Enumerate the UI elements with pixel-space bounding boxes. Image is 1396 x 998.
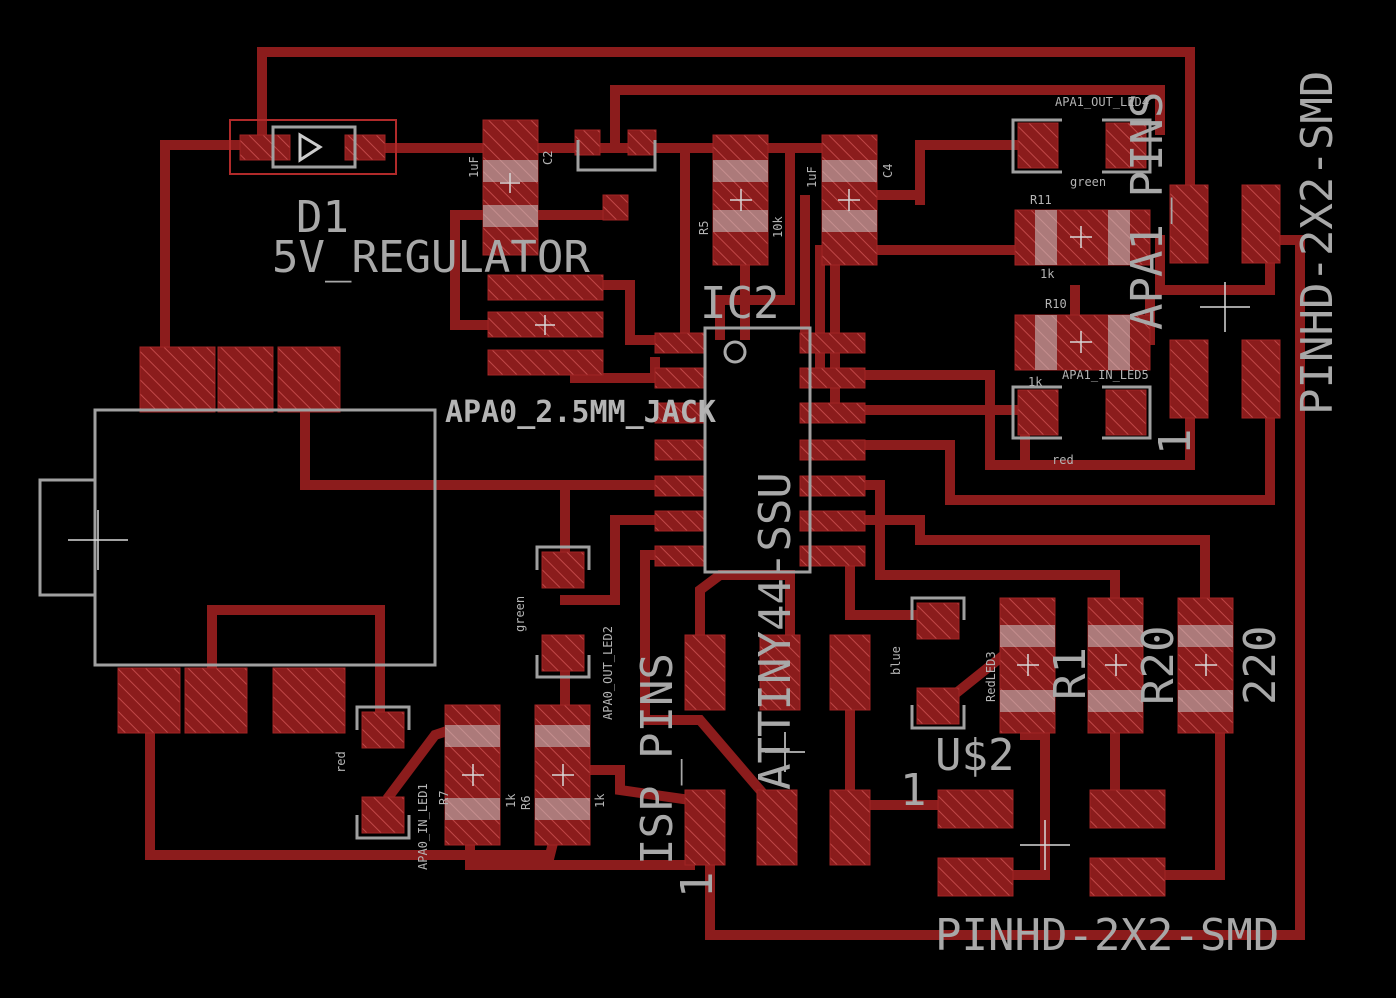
label-apa1-in-led5: APA1_IN_LED5	[1062, 368, 1149, 382]
label-r5-value: 10k	[771, 216, 785, 238]
label-red-led5: red	[1052, 453, 1074, 467]
label-apa0-in-led1: APA0_IN_LED1	[416, 783, 430, 870]
label-c4-value: 1uF	[805, 166, 819, 188]
label-r5: R5	[697, 221, 711, 235]
label-attiny: ATTINY44-SSU	[750, 472, 801, 790]
label-r7: R7	[437, 791, 451, 805]
label-apa0-out-led2: APA0_OUT_LED2	[601, 626, 615, 720]
label-r20: R20	[1133, 626, 1184, 705]
ic2-left-pins	[654, 332, 706, 567]
label-pinhd-bottom: PINHD-2X2-SMD	[935, 910, 1279, 961]
label-green-led2: green	[513, 596, 527, 632]
label-r10-value: 1k	[1028, 375, 1043, 389]
label-apa1-out-led4: APA1_OUT_LED4	[1055, 95, 1149, 109]
label-apa1-pins: APA1_PINS	[1122, 92, 1173, 330]
label-ic2: IC2	[700, 278, 779, 329]
label-regulator: 5V_REGULATOR	[272, 232, 590, 283]
label-blue: blue	[889, 646, 903, 675]
label-r7-value: 1k	[504, 793, 518, 808]
label-isp-pin1: 1	[672, 872, 723, 899]
label-r10: R10	[1045, 297, 1067, 311]
label-jack: APA0_2.5MM_JACK	[445, 395, 716, 430]
labels: D1 5V_REGULATOR IC2 APA0_2.5MM_JACK ATTI…	[272, 71, 1343, 961]
silkscreen	[38, 118, 1250, 870]
label-r11-value: 1k	[1040, 267, 1055, 281]
ic2-outline	[703, 326, 812, 574]
label-d1: D1	[296, 192, 349, 243]
label-pinhd-right: PINHD-2X2-SMD	[1292, 71, 1343, 415]
label-c4: C4	[881, 164, 895, 178]
label-r20-value: 220	[1235, 626, 1286, 705]
label-green-led4: green	[1070, 175, 1106, 189]
label-us2: U$2	[935, 730, 1014, 781]
label-isp: ISP_PINS	[632, 653, 683, 865]
label-r6-value: 1k	[593, 793, 607, 808]
label-c2: C2	[541, 151, 555, 165]
label-red-led1: red	[334, 751, 348, 773]
ic2-right-pins	[799, 332, 866, 567]
label-r11: R11	[1030, 193, 1052, 207]
label-pinhd-bottom-pin1: 1	[900, 765, 927, 816]
label-apa1-pin1: 1	[1150, 429, 1201, 456]
label-r6: R6	[519, 796, 533, 810]
label-red-led3: RedLED3	[984, 651, 998, 702]
label-c2-value: 1uF	[467, 156, 481, 178]
label-r1: R1	[1045, 647, 1096, 700]
